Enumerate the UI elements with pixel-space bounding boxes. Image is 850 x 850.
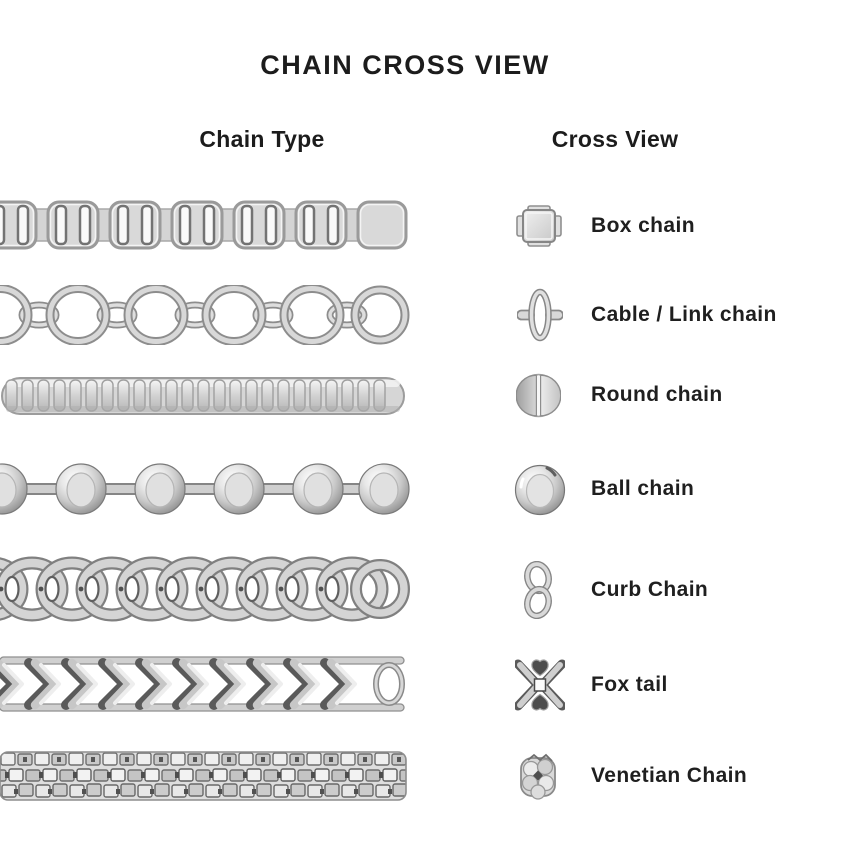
page-title: CHAIN CROSS VIEW	[260, 50, 550, 80]
box-chain-cross-section-icon	[516, 205, 562, 247]
column-header-cross-view: Cross View	[551, 126, 679, 152]
chain-label-round: Round chain	[591, 383, 723, 406]
cable-link-chain-illustration	[0, 285, 410, 345]
round-chain-cross-section-icon	[516, 373, 561, 418]
venetian-chain-illustration	[0, 751, 407, 801]
fox-tail-cross-section-icon	[515, 659, 565, 711]
curb-chain-illustration	[0, 556, 410, 622]
chain-label-venetian: Venetian Chain	[591, 764, 748, 787]
box-chain-illustration	[0, 200, 408, 250]
chain-label-ball: Ball chain	[591, 477, 695, 500]
chain-label-fox-tail: Fox tail	[591, 673, 668, 696]
column-header-chain-type: Chain Type	[199, 126, 325, 152]
cable-link-chain-cross-section-icon	[517, 288, 563, 342]
venetian-chain-cross-section-icon	[520, 753, 556, 800]
ball-chain-cross-section-icon	[514, 464, 566, 516]
chain-label-curb: Curb Chain	[591, 578, 709, 601]
ball-chain-illustration	[0, 463, 410, 515]
chain-label-box: Box chain	[591, 214, 695, 237]
fox-tail-chain-illustration	[0, 656, 405, 712]
chain-label-cable: Cable / Link chain	[591, 303, 777, 326]
round-snake-chain-illustration	[1, 377, 405, 415]
curb-chain-cross-section-icon	[524, 561, 552, 619]
